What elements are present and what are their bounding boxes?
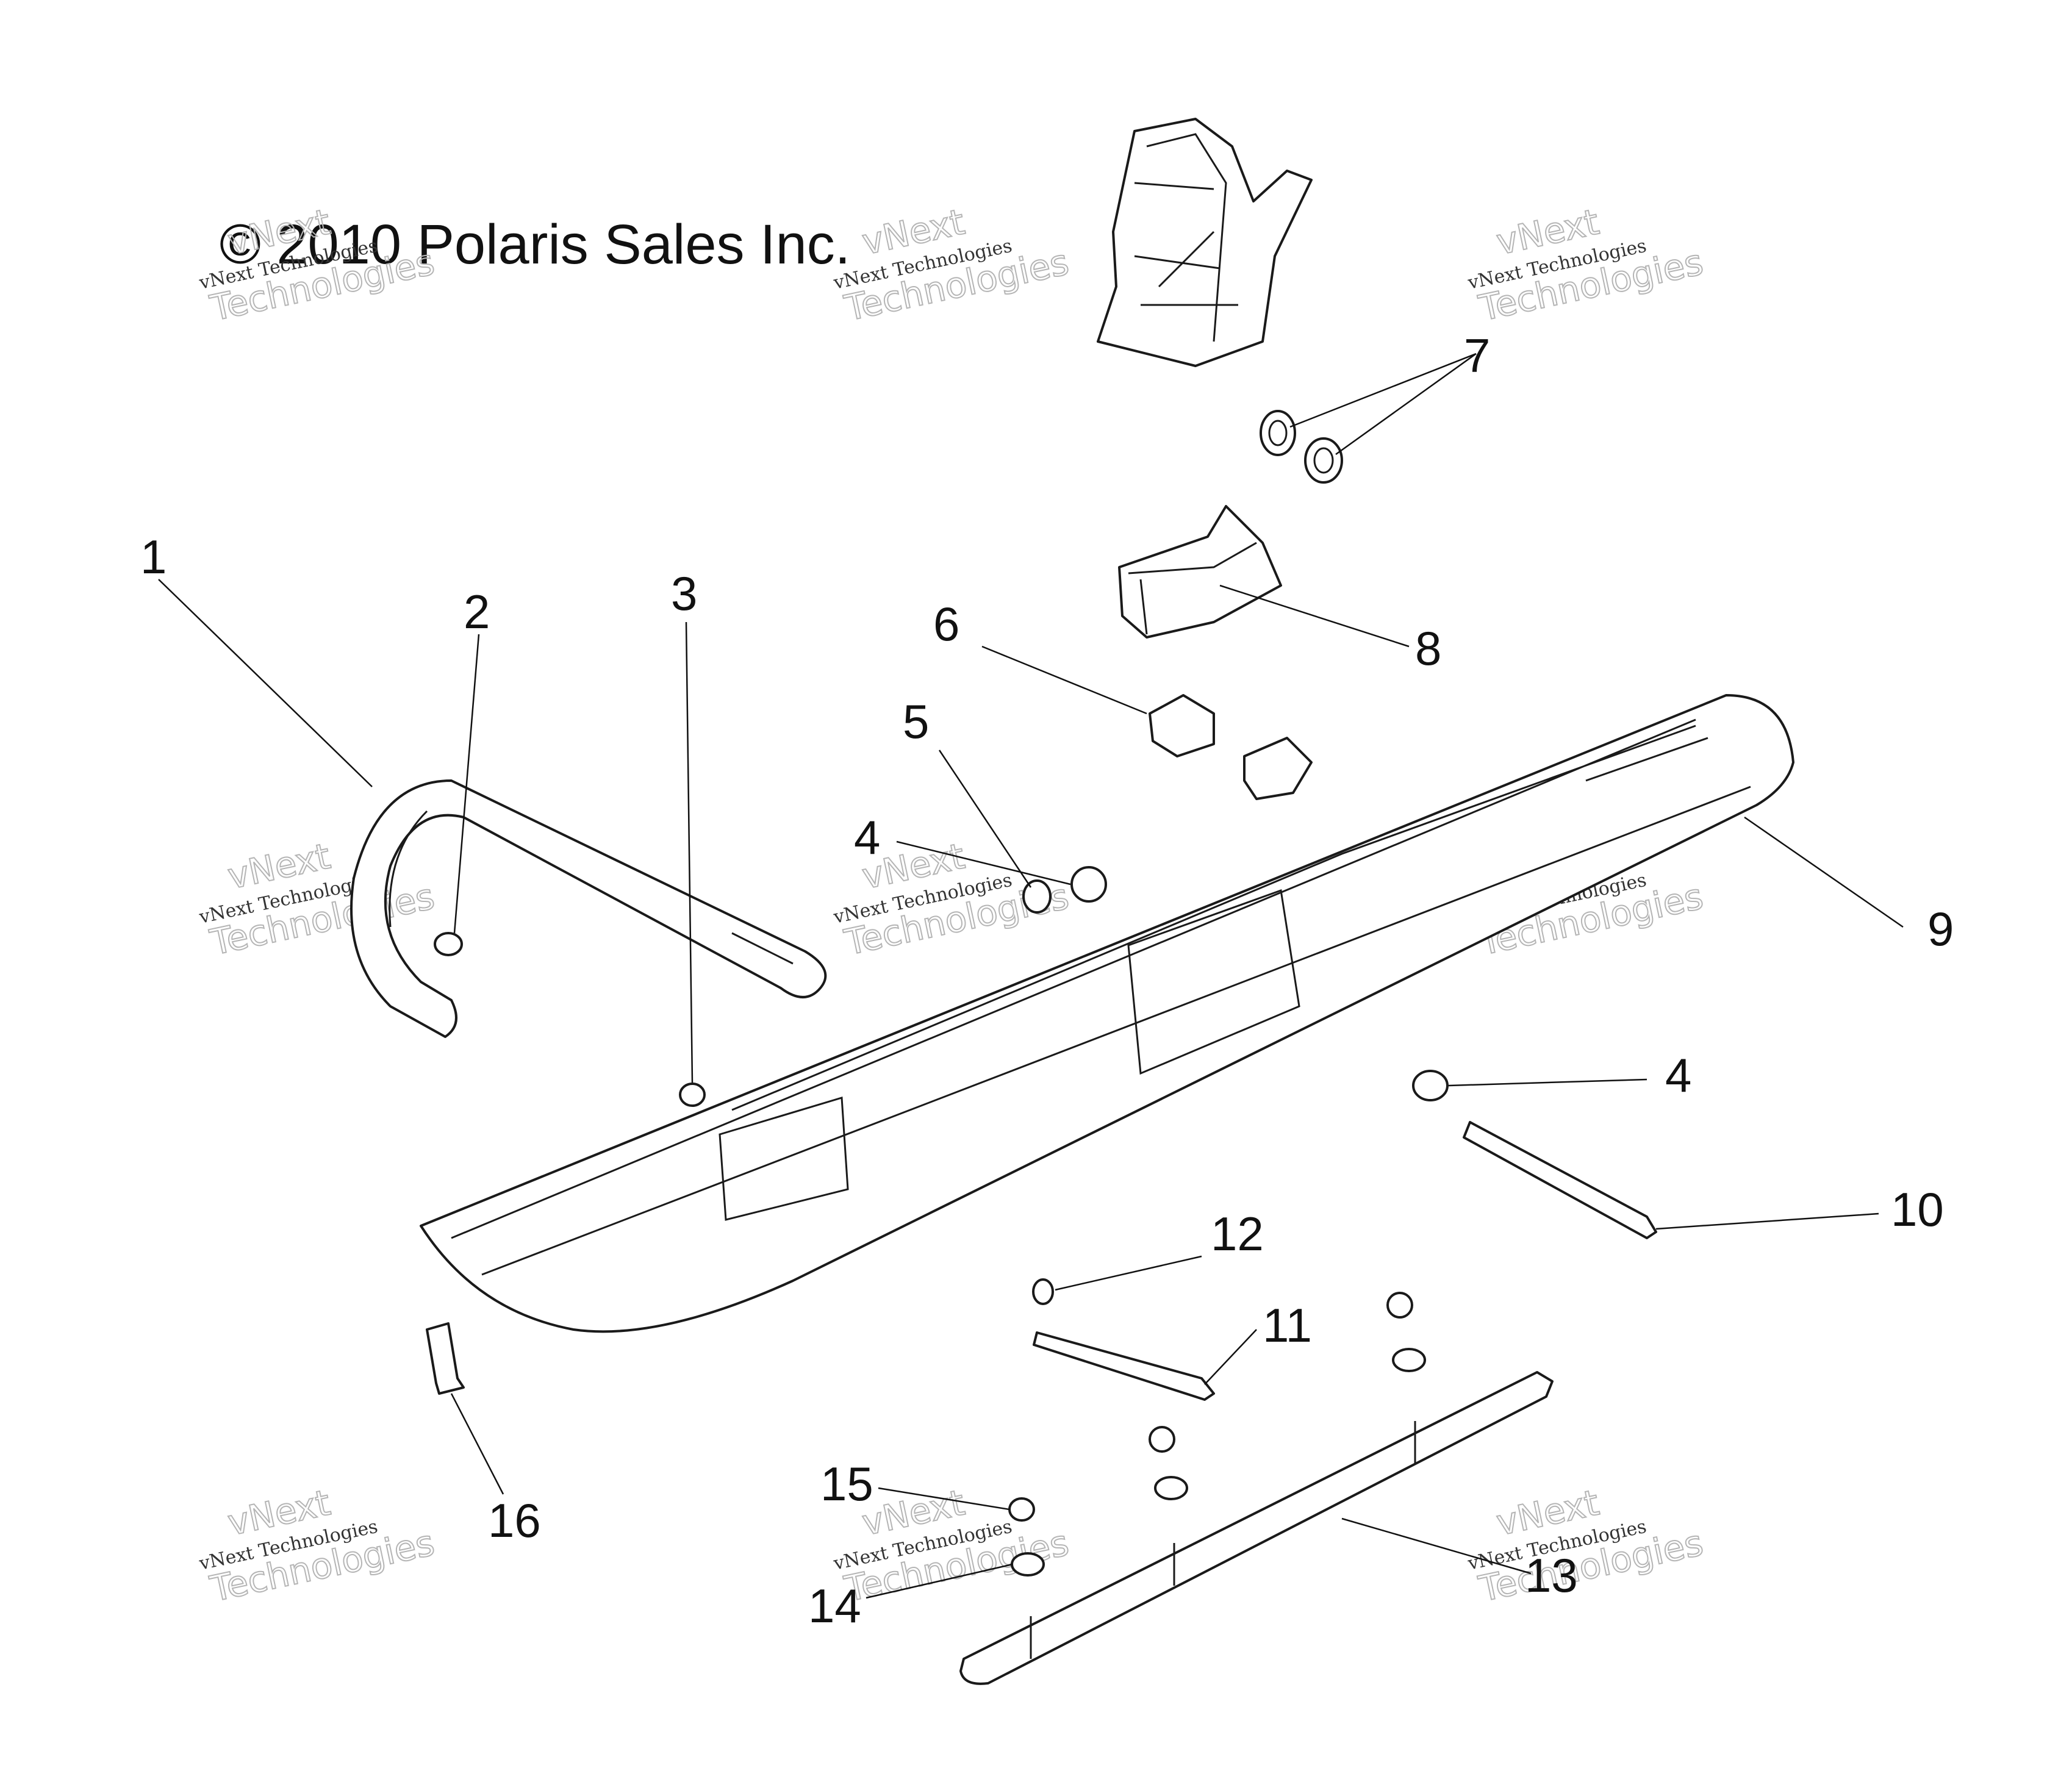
ski-body-part — [420, 694, 1794, 1333]
nut-part — [1022, 879, 1052, 914]
runner-washer-middle-part — [1154, 1476, 1188, 1500]
callout-2: 2 — [464, 585, 490, 639]
washer-upper-part — [1070, 866, 1107, 903]
callout-14: 14 — [808, 1579, 861, 1633]
watermark-top-right: vNext vNext Technologies Technologies — [1466, 200, 1707, 329]
callout-11: 11 — [1263, 1298, 1312, 1352]
callout-3: 3 — [671, 567, 697, 620]
callout-5: 5 — [903, 695, 929, 748]
callout-8: 8 — [1415, 621, 1441, 675]
callout-12: 12 — [1211, 1207, 1264, 1261]
callout-7: 7 — [1464, 329, 1490, 382]
callout-10: 10 — [1891, 1183, 1944, 1236]
washer-14-part — [1011, 1552, 1045, 1577]
callout-4-lower: 4 — [1665, 1048, 1691, 1102]
runner-nut-middle-part — [1149, 1426, 1175, 1453]
ski-loop-part — [350, 779, 827, 1038]
carbide-bolt-part — [1033, 1331, 1215, 1401]
callout-16: 16 — [488, 1494, 541, 1547]
shoulder-bolt-part — [1149, 694, 1215, 757]
washer-12-part — [1032, 1278, 1054, 1305]
callout-1: 1 — [140, 530, 167, 584]
callout-4-upper: 4 — [854, 811, 880, 864]
bolt-16-part — [426, 1322, 465, 1395]
copyright-text: © 2010 Polaris Sales Inc. — [220, 213, 850, 276]
bushing-pair-part — [1260, 410, 1343, 484]
callout-6: 6 — [933, 597, 959, 651]
long-bolt-part — [1463, 1121, 1657, 1239]
runner-part — [959, 1371, 1554, 1685]
spindle-block-part — [1118, 505, 1282, 639]
callout-9: 9 — [1927, 902, 1954, 956]
leader-lines — [158, 353, 1904, 1599]
watermark-top-center: vNext vNext Technologies Technologies — [831, 200, 1073, 329]
washer-lower-part — [1412, 1070, 1449, 1101]
watermark-bottom-right: vNext vNext Technologies Technologies — [1466, 1481, 1707, 1610]
nut-15-part — [1008, 1497, 1035, 1522]
runner-washer-upper-part — [1392, 1348, 1426, 1372]
callout-15: 15 — [820, 1457, 873, 1511]
nut-3-part — [679, 1083, 706, 1107]
watermark-bottom-left: vNext vNext Technologies Technologies — [197, 1481, 439, 1610]
spindle-part — [1097, 118, 1313, 367]
callout-13: 13 — [1525, 1548, 1578, 1602]
runner-nut-upper-part — [1386, 1292, 1413, 1319]
nut-small-part — [434, 932, 463, 956]
flanged-bushing-part — [1243, 737, 1313, 800]
